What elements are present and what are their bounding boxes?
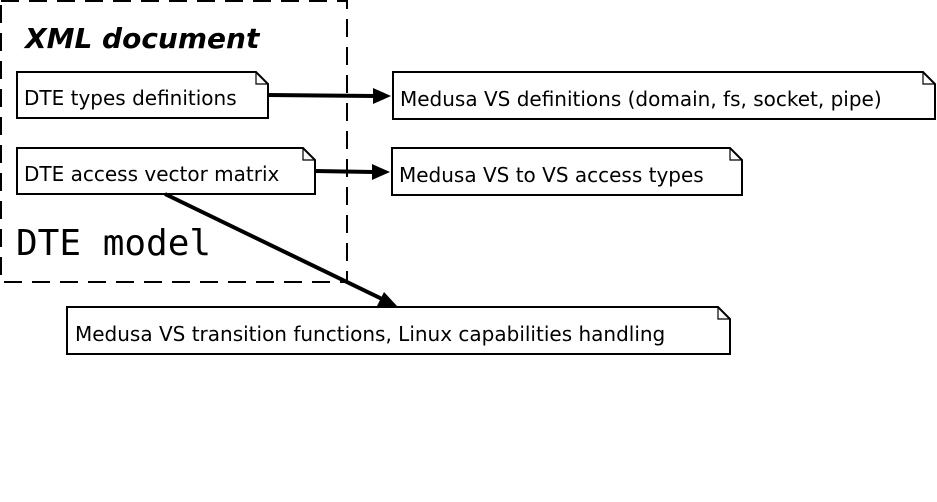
note-dte-types-definitions: DTE types definitions [16, 71, 269, 119]
note-dte-types-body [16, 71, 269, 119]
note-medusa-vs-transitions: Medusa VS transition functions, Linux ca… [66, 306, 731, 355]
arrow-types-to-vs-definitions [267, 88, 391, 104]
note-medusa-vs-access-types: Medusa VS to VS access types [391, 147, 743, 196]
arrow-matrix-to-vs-transitions [164, 192, 397, 306]
note-vs-transitions-body [66, 306, 731, 355]
note-dte-access-vector-matrix: DTE access vector matrix [16, 147, 316, 195]
xml-document-title: XML document [23, 22, 261, 55]
note-vs-transitions-label: Medusa VS transition functions, Linux ca… [75, 322, 665, 346]
note-medusa-vs-definitions: Medusa VS definitions (domain, fs, socke… [392, 71, 936, 120]
note-dte-types-fold [255, 72, 268, 85]
note-vs-definitions-body [392, 71, 936, 120]
note-dte-matrix-body [16, 147, 316, 195]
note-vs-access-types-fold [729, 148, 742, 161]
note-vs-transitions-fold [717, 307, 730, 320]
xml-document-container: XML document DTE model [0, 0, 348, 283]
arrow-matrix-to-vs-access-types-head [372, 164, 390, 180]
note-dte-matrix-label: DTE access vector matrix [24, 162, 280, 186]
xml-document-border [0, 0, 348, 283]
note-vs-access-types-body [391, 147, 743, 196]
dte-model-label: DTE model [16, 223, 211, 264]
note-vs-access-types-label: Medusa VS to VS access types [399, 163, 704, 187]
note-dte-matrix-fold [302, 148, 315, 161]
note-vs-definitions-label: Medusa VS definitions (domain, fs, socke… [400, 87, 882, 111]
arrow-matrix-to-vs-transitions-head [377, 292, 397, 306]
arrow-types-to-vs-definitions-head [373, 88, 391, 104]
arrow-types-to-vs-definitions-line [267, 93, 375, 98]
arrow-matrix-to-vs-access-types [314, 164, 390, 180]
note-vs-definitions-fold [922, 72, 935, 85]
arrow-matrix-to-vs-access-types-line [314, 169, 374, 174]
note-dte-types-label: DTE types definitions [24, 86, 237, 110]
arrow-matrix-to-vs-transitions-line [164, 192, 383, 301]
